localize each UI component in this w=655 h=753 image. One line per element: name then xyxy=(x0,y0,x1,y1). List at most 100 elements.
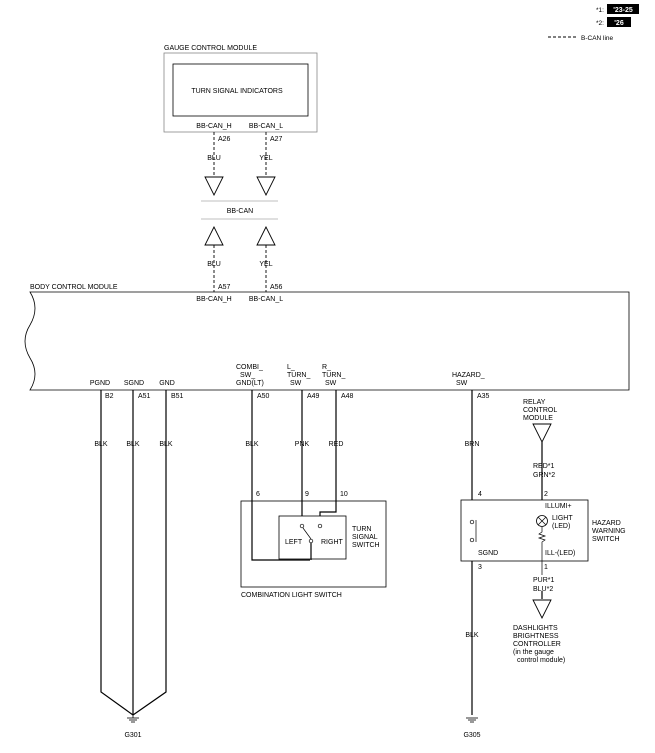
note2-label: *2: xyxy=(596,20,604,27)
hazard-contact-bottom xyxy=(469,537,475,543)
note2-badge xyxy=(607,17,631,27)
relay-label-1: RELAY xyxy=(523,399,546,406)
bcm-combi-pin: A50 xyxy=(257,393,270,400)
relay-color-1: RED*1 xyxy=(533,463,555,470)
gcm-pin-2-signal: BB-CAN_L xyxy=(249,123,283,130)
bcm-lturn-signal-3: SW xyxy=(290,380,302,387)
hazard-wire-color: BRN xyxy=(465,441,480,448)
gcm-pin-2-color: YEL xyxy=(259,155,272,162)
gcm-pin-1-signal: BB-CAN_H xyxy=(196,123,231,130)
light-label-2: (LED) xyxy=(552,523,570,530)
dimmer-resistor-icon xyxy=(537,527,547,575)
dashlights-label-5: control module) xyxy=(517,657,565,664)
relay-color-2: GRN*2 xyxy=(533,472,555,479)
bcm-sgnd-signal: SGND xyxy=(124,380,144,387)
bcm-top-pin-1-signal: BB-CAN_H xyxy=(196,296,231,303)
bcm-rturn-signal-1: R_ xyxy=(322,364,331,371)
dashlights-color-2: BLU*2 xyxy=(533,586,553,593)
ground-g301-label: G301 xyxy=(124,732,141,739)
dashlights-label-1: DASHLIGHTS xyxy=(513,625,558,632)
note2-value: '26 xyxy=(614,20,624,27)
lturn-wire-color: PNK xyxy=(295,441,310,448)
bcm-rturn-signal-2: TURN_ xyxy=(322,372,345,379)
bcan-line-label: B-CAN line xyxy=(581,35,614,42)
right-label: RIGHT xyxy=(321,539,344,546)
bcm-top-pin-2-number: A56 xyxy=(270,284,283,291)
bcm-box xyxy=(24,291,630,391)
bcm-lturn-signal-1: L_ xyxy=(287,364,295,371)
connector-arrow-down-yel xyxy=(256,176,276,197)
hazard-title-2: WARNING xyxy=(592,528,626,535)
gcm-inner-label: TURN SIGNAL INDICATORS xyxy=(191,88,283,95)
relay-label-2: CONTROL xyxy=(523,407,557,414)
bcm-rturn-signal-3: SW xyxy=(325,380,337,387)
relay-connector-arrow xyxy=(532,423,552,444)
ill-led-label: ILL-(LED) xyxy=(545,550,575,557)
bcm-hazard-pin: A35 xyxy=(477,393,490,400)
tss-label-1: TURN xyxy=(352,526,371,533)
hazard-pin-1: 1 xyxy=(544,564,548,571)
note1-value: '23-25 xyxy=(613,7,633,14)
right-contact xyxy=(317,523,323,529)
bcm-sgnd-pin: A51 xyxy=(138,393,151,400)
rturn-wire-color: RED xyxy=(329,441,344,448)
hazard-pin-3: 3 xyxy=(478,564,482,571)
ground-wires-g301: BLK BLK BLK G301 xyxy=(94,390,173,739)
bcm-pgnd-signal: PGND xyxy=(90,380,110,387)
bcm-pgnd-pin: B2 xyxy=(105,393,114,400)
combi-gnd-wire xyxy=(251,390,310,561)
bcm-rturn-pin: A48 xyxy=(341,393,354,400)
light-label-1: LIGHT xyxy=(552,515,573,522)
connector-arrow-up-yel xyxy=(256,225,276,246)
gcm-title: GAUGE CONTROL MODULE xyxy=(164,45,257,52)
hazard-switch-box xyxy=(460,499,589,562)
bcm-hazard-signal-1: HAZARD_ xyxy=(452,372,485,379)
combination-switch-title: COMBINATION LIGHT SWITCH xyxy=(241,592,342,599)
bcm-top-pin-1-number: A57 xyxy=(218,284,231,291)
dashlights-label-2: BRIGHTNESS xyxy=(513,633,559,640)
legend: *1: '23-25 *2: '26 B-CAN line xyxy=(548,4,639,42)
gcm-pin-2-number: A27 xyxy=(270,136,283,143)
dashlights-color-1: PUR*1 xyxy=(533,577,555,584)
combination-light-switch: COMBINATION LIGHT SWITCH BLK PNK RED 6 9… xyxy=(240,390,387,599)
dashlights-label-3: CONTROLLER xyxy=(513,641,561,648)
combi-pin-6: 6 xyxy=(256,491,260,498)
hazard-pin-2: 2 xyxy=(544,491,548,498)
note1-badge xyxy=(607,4,639,14)
bcm-top-pin-2-color: YEL xyxy=(259,261,272,268)
bcm-combi-signal-1: COMBI_ xyxy=(236,364,263,371)
combi-pin-10: 10 xyxy=(340,491,348,498)
pgnd-wire xyxy=(100,390,134,716)
dashlights-connector-arrow xyxy=(532,599,552,620)
connector-arrow-down-blu xyxy=(204,176,224,197)
dashlights-label-4: (in the gauge xyxy=(513,649,554,656)
gnd-wire xyxy=(132,390,167,716)
bcm-combi-signal-3: GND(LT) xyxy=(236,380,264,387)
bcm-top-pin-1-color: BLU xyxy=(207,261,221,268)
hazard-sgnd-label: SGND xyxy=(478,550,498,557)
hazard-title-3: SWITCH xyxy=(592,536,620,543)
led-icon-cross-2 xyxy=(537,516,547,526)
tss-label-2: SIGNAL xyxy=(352,534,378,541)
gcm-pin-1-color: BLU xyxy=(207,155,221,162)
bcm-gnd-signal: GND xyxy=(159,380,175,387)
gauge-control-module: GAUGE CONTROL MODULE TURN SIGNAL INDICAT… xyxy=(163,45,318,143)
pgnd-wire-color: BLK xyxy=(94,441,108,448)
left-label: LEFT xyxy=(285,539,303,546)
common-contact xyxy=(308,538,314,544)
relay-label-3: MODULE xyxy=(523,415,553,422)
bcm-combi-signal-2: SW_ xyxy=(240,372,255,379)
ground-symbol-g301 xyxy=(127,715,139,723)
switch-blade xyxy=(302,527,312,540)
ground-symbol-g305 xyxy=(466,717,478,723)
sgnd-wire-color: BLK xyxy=(126,441,140,448)
body-control-module: BODY CONTROL MODULE BB-CAN_H BB-CAN_L PG… xyxy=(24,284,630,391)
hazard-title-1: HAZARD xyxy=(592,520,621,527)
hazard-ground-color: BLK xyxy=(465,632,479,639)
turn-signal-switch-box xyxy=(278,515,347,560)
note1-label: *1: xyxy=(596,7,604,14)
hazard-contact-top xyxy=(469,519,475,525)
left-contact xyxy=(299,523,305,529)
illumi-label: ILLUMI+ xyxy=(545,503,572,510)
